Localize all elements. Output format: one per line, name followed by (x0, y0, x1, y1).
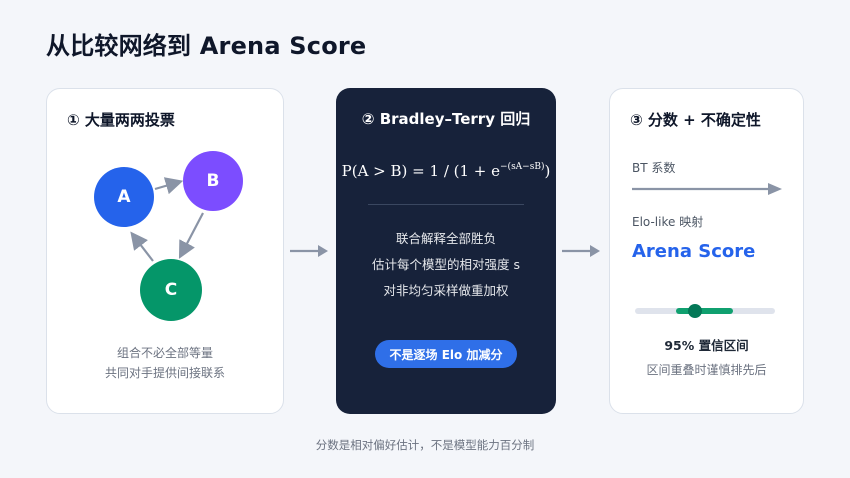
confidence-interval-track (635, 304, 775, 318)
flow-arrow-icon (562, 245, 600, 257)
edge-b-c (178, 212, 204, 259)
point-estimate-marker (688, 304, 703, 318)
step-card-bradley-terry: ② Bradley–Terry 回归 P(A > B) = 1 / (1 + e… (336, 88, 556, 414)
step-heading: ③ 分数 + 不确定性 (630, 111, 761, 129)
ci-label: 95% 置信区间 (664, 338, 749, 353)
node-a: A (94, 167, 154, 227)
step-card-votes: ① 大量两两投票 A B C 组合不必全部等量 共同对手提供间接联系 (46, 88, 284, 414)
formula-exponent: −(sA−sB) (500, 162, 545, 172)
divider (368, 204, 524, 205)
explanation-line: 联合解释全部胜负 (395, 231, 496, 246)
page-title: 从比较网络到 Arena Score (46, 32, 367, 60)
arena-score-label: Arena Score (632, 241, 756, 262)
step-heading: ① 大量两两投票 (67, 111, 175, 129)
explanation-line: 估计每个模型的相对强度 s (372, 257, 520, 272)
step-card-score: ③ 分数 + 不确定性 BT 系数 Elo-like 映射 Arena Scor… (609, 88, 804, 414)
flow-arrow-icon (290, 245, 328, 257)
edge-a-b (154, 177, 184, 195)
explanation-line: 对非均匀采样做重加权 (383, 283, 509, 298)
bt-coefficient-label: BT 系数 (632, 161, 676, 175)
confidence-interval-range (675, 308, 733, 314)
step-heading: ② Bradley–Terry 回归 (361, 110, 531, 128)
footer-note: 分数是相对偏好估计，不是模型能力百分制 (315, 438, 535, 452)
not-elo-badge: 不是逐场 Elo 加减分 (375, 340, 517, 368)
node-c: C (140, 259, 202, 321)
note-line: 共同对手提供间接联系 (104, 366, 225, 380)
note-line: 组合不必全部等量 (116, 346, 213, 360)
elo-mapping-label: Elo-like 映射 (632, 215, 704, 229)
mapping-arrow-icon (632, 183, 782, 195)
edge-c-a (130, 231, 154, 262)
ci-note: 区间重叠时谨慎排先后 (646, 363, 767, 377)
node-b: B (183, 151, 243, 211)
bt-formula: P(A > B) = 1 / (1 + e−(sA−sB)) (341, 162, 551, 180)
